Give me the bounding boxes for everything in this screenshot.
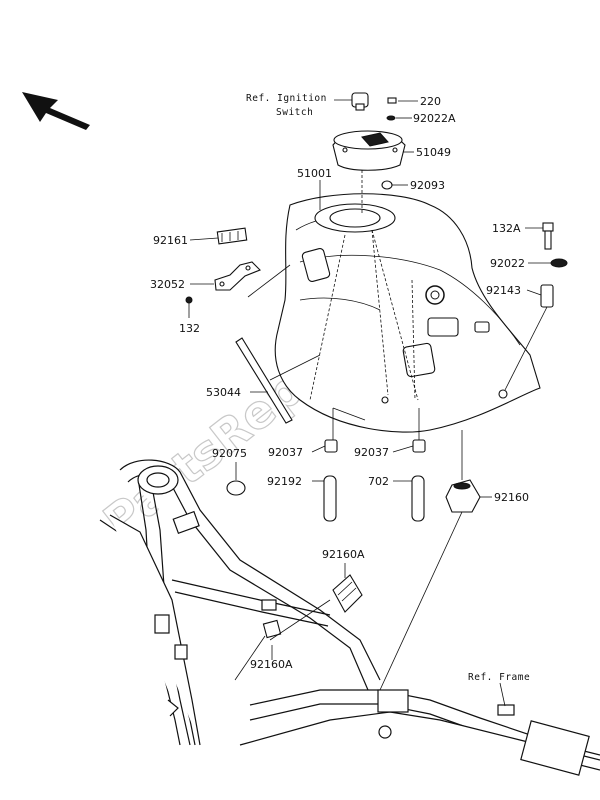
clip-92037-left <box>324 439 338 453</box>
strip-53044 <box>235 337 293 424</box>
damper-92160 <box>445 479 481 513</box>
part-label-132A: 132A <box>492 222 521 235</box>
part-label-92143: 92143 <box>486 284 521 297</box>
part-label-92022A: 92022A <box>413 112 456 125</box>
part-label-92192: 92192 <box>267 475 302 488</box>
washer-92022 <box>550 258 568 268</box>
nut-132 <box>185 296 193 304</box>
bracket-32052 <box>214 261 261 291</box>
motorcycle-frame <box>99 459 600 776</box>
ref-ignition-label-line1: Ref. Ignition <box>246 93 327 104</box>
part-label-32052: 32052 <box>150 278 185 291</box>
part-label-92160: 92160 <box>494 491 529 504</box>
washer-92093 <box>381 180 393 190</box>
ignition-plug <box>351 92 369 111</box>
hose-92192 <box>323 475 337 522</box>
damper-92161 <box>216 227 248 245</box>
rubber-92075 <box>226 480 246 496</box>
hose-702 <box>411 475 425 522</box>
front-direction-arrow-icon <box>22 92 90 130</box>
ref-ignition-label-line2: Switch <box>276 107 313 118</box>
part-label-51049: 51049 <box>416 146 451 159</box>
part-label-51001: 51001 <box>297 167 332 180</box>
part-label-220: 220 <box>420 95 441 108</box>
collar-92143 <box>540 284 554 308</box>
part-label-132: 132 <box>179 322 200 335</box>
part-label-92037-left: 92037 <box>268 446 303 459</box>
part-label-92075: 92075 <box>212 447 247 460</box>
leader-lines <box>188 99 551 707</box>
part-label-92022: 92022 <box>490 257 525 270</box>
part-label-92160A-upper: 92160A <box>322 548 365 561</box>
damper-92160A-upper <box>332 574 363 613</box>
part-label-92160A-lower: 92160A <box>250 658 293 671</box>
fuel-tank <box>274 193 541 433</box>
bolt-132A <box>542 222 554 250</box>
ref-frame-label: Ref. Frame <box>468 672 530 683</box>
part-label-702: 702 <box>368 475 389 488</box>
fuel-cap <box>332 130 406 171</box>
clip-92037-right <box>412 439 426 453</box>
screw-220 <box>387 97 397 104</box>
washer-92022A <box>386 115 396 121</box>
part-label-92161: 92161 <box>153 234 188 247</box>
part-label-53044: 53044 <box>206 386 241 399</box>
part-label-92093: 92093 <box>410 179 445 192</box>
gear-logo-icon <box>425 285 445 305</box>
damper-92160A-lower <box>262 619 282 639</box>
part-label-92037-right: 92037 <box>354 446 389 459</box>
